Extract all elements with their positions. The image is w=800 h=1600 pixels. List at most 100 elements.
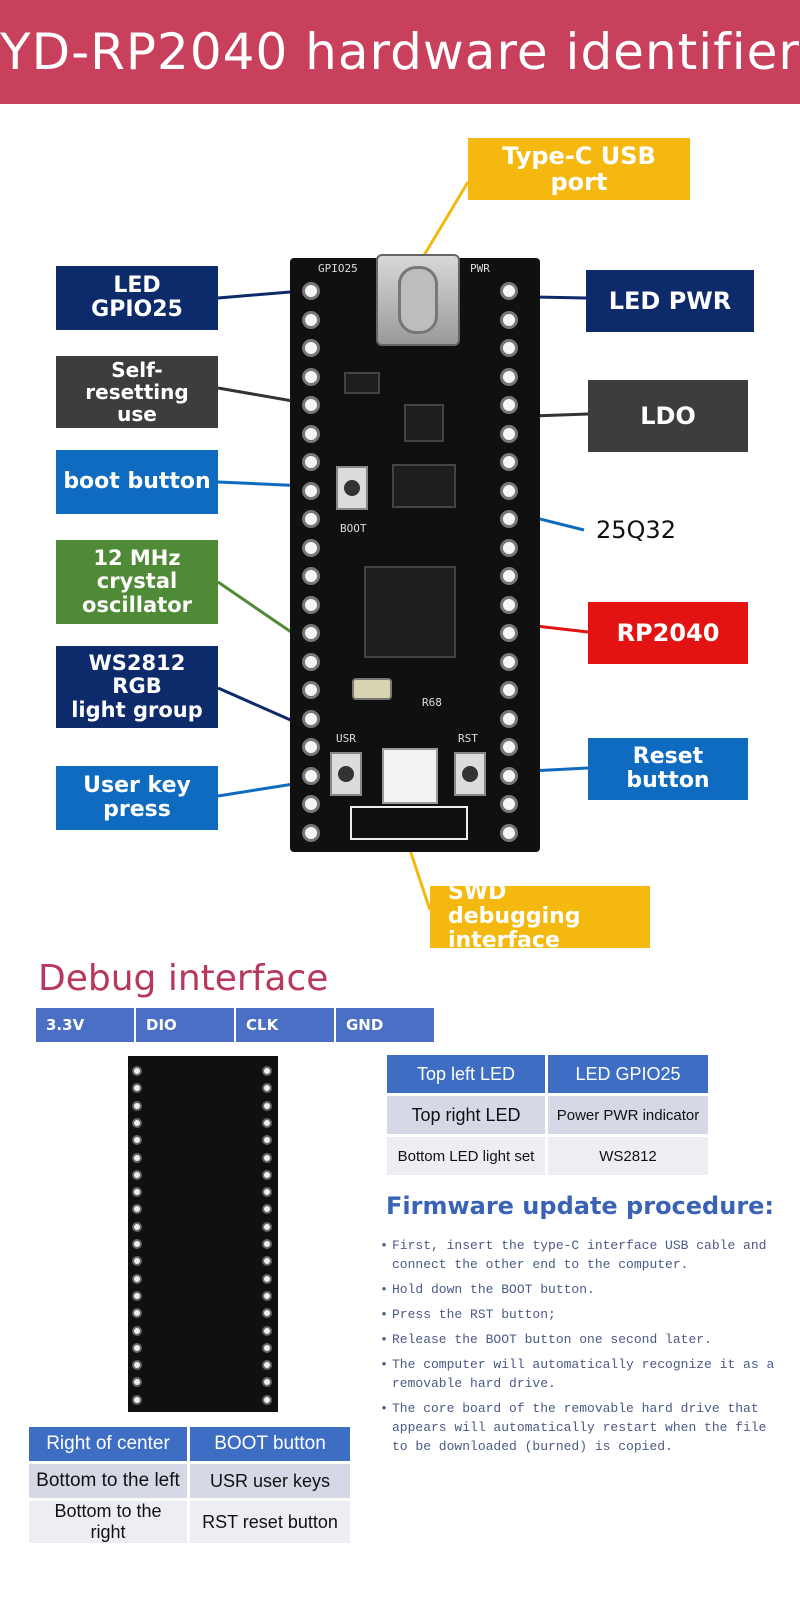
- header-pin: [500, 652, 518, 671]
- header-pin: [302, 795, 320, 813]
- header-pin: [500, 567, 518, 585]
- callout-self-resetting: Self-resetting use: [56, 356, 218, 428]
- debug-pin: CLK: [236, 1008, 334, 1042]
- rp2040-chip: [364, 566, 456, 658]
- debug-pin: 3.3V: [36, 1008, 134, 1042]
- header-pin: [500, 766, 518, 785]
- header-pin: [302, 652, 320, 671]
- header-pin: [302, 567, 320, 585]
- header-pin: [302, 624, 320, 642]
- rp2040-board-back: [128, 1056, 278, 1412]
- silk-pwr: PWR: [470, 262, 490, 275]
- header-pin: [262, 1325, 272, 1336]
- button-table-cell: Bottom to the left: [29, 1464, 187, 1498]
- silk-rst: RST: [458, 732, 478, 745]
- debug-pin: GND: [336, 1008, 434, 1042]
- header-pin: [500, 481, 518, 500]
- header-pin: [500, 624, 518, 642]
- header-pin: [132, 1117, 142, 1128]
- header-pin: [302, 310, 320, 329]
- table-row: Right of center BOOT button: [29, 1427, 350, 1461]
- header-pin: [500, 738, 518, 756]
- callout-boot-button: boot button: [56, 450, 218, 514]
- header-pin: [132, 1083, 142, 1094]
- button-table: Right of center BOOT button Bottom to th…: [26, 1424, 353, 1546]
- debug-interface-title: Debug interface: [38, 958, 329, 999]
- led-table-cell: Top right LED: [387, 1096, 545, 1134]
- header-pin: [500, 282, 518, 300]
- header-pin: [262, 1394, 272, 1405]
- page-title: YD-RP2040 hardware identifier: [0, 23, 800, 81]
- usr-switch: [330, 752, 362, 796]
- callout-led-pwr: LED PWR: [586, 270, 754, 332]
- header-pin: [132, 1308, 142, 1319]
- led-table-cell: Power PWR indicator: [548, 1096, 708, 1134]
- header-pin: [132, 1204, 142, 1215]
- header-pin: [302, 424, 320, 443]
- silk-boot: BOOT: [340, 522, 367, 535]
- list-item: The computer will automatically recogniz…: [376, 1355, 786, 1393]
- header-pin: [500, 510, 518, 528]
- label-flash: 25Q32: [596, 516, 676, 544]
- header-pin: [302, 481, 320, 500]
- header-pin: [500, 795, 518, 813]
- ws2812-led: [382, 748, 438, 804]
- header-pin: [500, 396, 518, 414]
- led-table-cell: Bottom LED light set: [387, 1137, 545, 1175]
- header-pin: [132, 1342, 142, 1353]
- table-row: Top left LED LED GPIO25: [387, 1055, 708, 1093]
- header-pin: [262, 1290, 272, 1301]
- header-pin: [132, 1325, 142, 1336]
- header-pin: [500, 424, 518, 443]
- usr-switch-cap: [338, 766, 354, 782]
- header-pin: [262, 1135, 272, 1146]
- header-pin: [302, 595, 320, 614]
- silk-usr: USR: [336, 732, 356, 745]
- header-pin: [132, 1187, 142, 1198]
- silk-gpio25: GPIO25: [318, 262, 358, 275]
- fuse-chip: [344, 372, 380, 394]
- callout-led-gpio25: LED GPIO25: [56, 266, 218, 330]
- header-pin: [500, 595, 518, 614]
- list-item: Release the BOOT button one second later…: [376, 1330, 786, 1349]
- header-pin: [262, 1239, 272, 1249]
- header-pin: [302, 339, 320, 357]
- boot-switch-cap: [344, 480, 360, 496]
- rst-switch-cap: [462, 766, 478, 782]
- header-pin: [132, 1239, 142, 1249]
- debug-pin: DIO: [136, 1008, 234, 1042]
- header-pin: [262, 1221, 272, 1232]
- header-pin: [262, 1204, 272, 1215]
- header-pin: [302, 510, 320, 528]
- header-pin: [132, 1100, 142, 1111]
- led-table-cell: Top left LED: [387, 1055, 545, 1093]
- header-pin: [132, 1394, 142, 1405]
- header-pin: [262, 1308, 272, 1319]
- table-row: Top right LED Power PWR indicator: [387, 1096, 708, 1134]
- header-pin: [132, 1169, 142, 1180]
- header-pin: [302, 766, 320, 785]
- callout-reset-button: Reset button: [588, 738, 748, 800]
- header-pin: [262, 1273, 272, 1284]
- list-item: First, insert the type-C interface USB c…: [376, 1236, 786, 1274]
- header-pin: [262, 1066, 272, 1076]
- header-pin: [132, 1290, 142, 1301]
- callout-rp2040: RP2040: [588, 602, 748, 664]
- list-item: Hold down the BOOT button.: [376, 1280, 786, 1299]
- button-table-cell: Right of center: [29, 1427, 187, 1461]
- header-pin: [132, 1066, 142, 1076]
- header-pin: [500, 709, 518, 728]
- header-pin: [500, 339, 518, 357]
- rst-switch: [454, 752, 486, 796]
- header-pin: [500, 538, 518, 557]
- firmware-title: Firmware update procedure:: [386, 1192, 775, 1220]
- led-table: Top left LED LED GPIO25 Top right LED Po…: [384, 1052, 711, 1178]
- callout-user-key: User key press: [56, 766, 218, 830]
- silk-r68: R68: [422, 696, 442, 709]
- flash-chip: [392, 464, 456, 508]
- header-pin: [262, 1152, 272, 1163]
- crystal-component: [352, 678, 392, 700]
- header-banner: YD-RP2040 hardware identifier: [0, 0, 800, 104]
- header-pin: [302, 681, 320, 699]
- button-table-cell: Bottom to the right: [29, 1501, 187, 1543]
